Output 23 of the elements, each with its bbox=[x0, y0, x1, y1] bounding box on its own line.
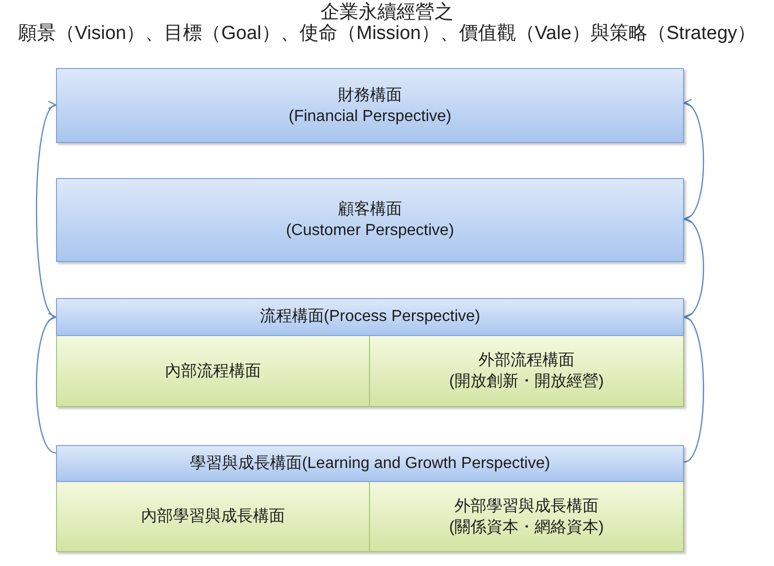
sub-perspective-cell bbox=[57, 482, 370, 551]
perspective-title: 顧客構面 bbox=[338, 200, 402, 220]
panel-heading: 學習與成長構面(Learning and Growth Perspective) bbox=[56, 445, 684, 482]
curved-arrow bbox=[683, 102, 704, 220]
perspective-panel bbox=[56, 445, 684, 552]
sub-perspective-title: 內部學習與成長構面 bbox=[141, 506, 285, 527]
panel-heading: 流程構面(Process Perspective) bbox=[56, 298, 684, 336]
perspective-subtitle: (Financial Perspective) bbox=[288, 106, 452, 126]
perspective-box bbox=[56, 178, 684, 262]
sub-perspective-title: 內部流程構面 bbox=[165, 362, 261, 382]
sub-perspective-cell bbox=[370, 336, 683, 406]
sub-perspective-cell bbox=[370, 482, 683, 551]
perspective-subtitle: (Customer Perspective) bbox=[286, 221, 454, 241]
sub-perspective-note: (關係資本・網絡資本) bbox=[449, 518, 604, 538]
sub-perspective-title: 外部流程構面 bbox=[478, 350, 574, 371]
perspective-box bbox=[56, 68, 684, 143]
perspective-panel bbox=[56, 298, 684, 407]
sub-perspective-note: (開放創新・開放經營) bbox=[449, 372, 604, 392]
sub-perspective-title: 外部學習與成長構面 bbox=[454, 496, 598, 516]
sub-perspective-cell bbox=[57, 336, 370, 406]
perspective-title: 財務構面 bbox=[338, 86, 402, 106]
curved-arrow bbox=[683, 217, 704, 318]
diagram-title: 企業永續經營之願景（Vision）、目標（Goal）、使命（Mission）、價值觀（Vale）與策略（Strategy） bbox=[16, 2, 758, 44]
